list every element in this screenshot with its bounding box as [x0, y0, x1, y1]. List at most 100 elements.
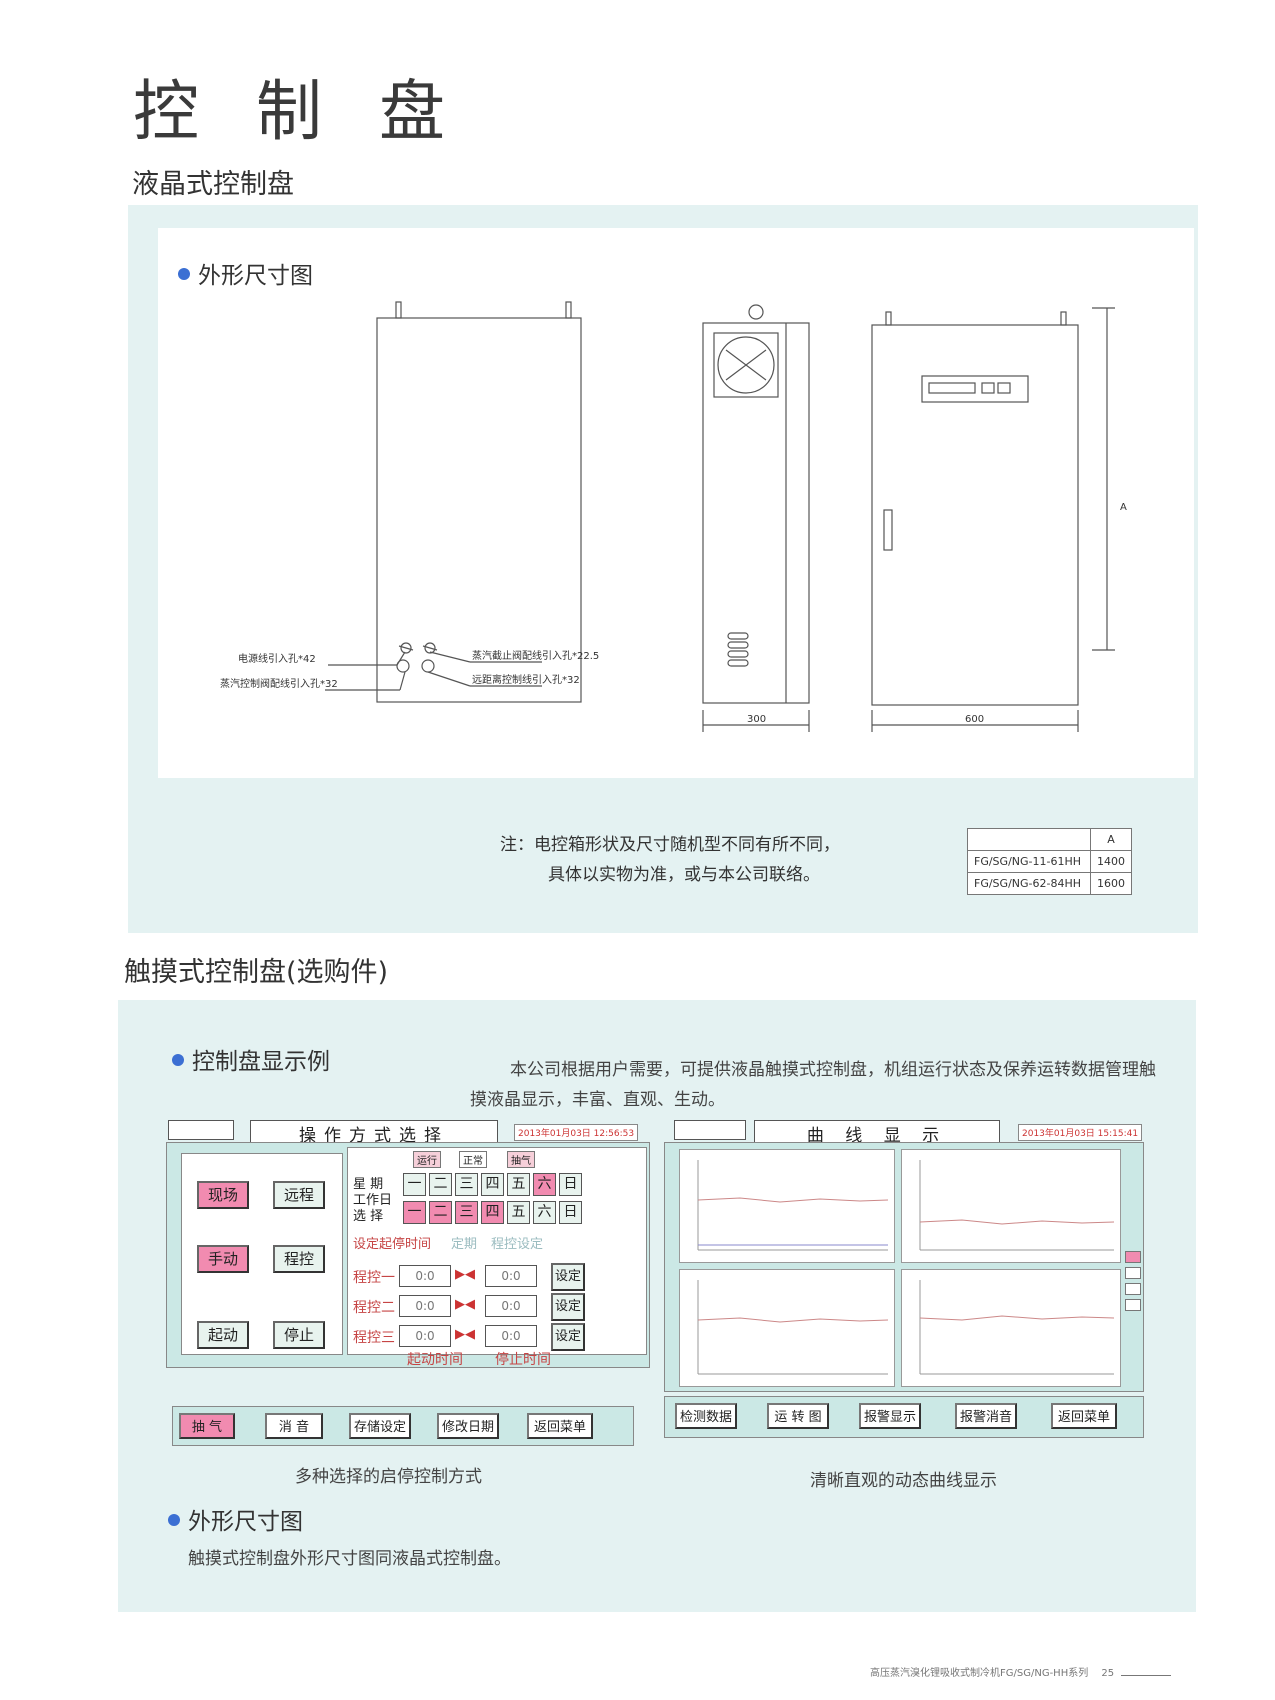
screen2-body	[664, 1142, 1144, 1392]
dimension-drawing: 电源线引入孔*42 蒸汽控制阀配线引入孔*32 蒸汽截止阀配线引入孔*22.5 …	[220, 301, 1127, 732]
schedule-header: 设定起停时间	[353, 1237, 432, 1252]
side-tab-button[interactable]	[1125, 1283, 1141, 1295]
program3-stop-input[interactable]: 0:0	[485, 1325, 537, 1347]
workday-mon[interactable]: 一	[403, 1201, 426, 1224]
status-running-badge: 运行	[413, 1151, 441, 1168]
section2-bullet-text: 控制盘显示例	[192, 1049, 330, 1075]
trend-chart-3	[679, 1269, 895, 1387]
save-settings-button[interactable]: 存储设定	[349, 1413, 411, 1439]
side-tab-button[interactable]	[1125, 1251, 1141, 1263]
week-day-fri[interactable]: 五	[507, 1173, 530, 1196]
program2-stop-input[interactable]: 0:0	[485, 1295, 537, 1317]
status-purge-badge: 抽气	[507, 1151, 535, 1168]
workday-label: 工作日	[353, 1193, 393, 1208]
section2-bullet: 控制盘显示例	[172, 1042, 330, 1076]
remote-button[interactable]: 远程	[273, 1181, 325, 1209]
bowtie-arrow-icon: ▶◀	[455, 1267, 475, 1282]
workday-tue[interactable]: 二	[429, 1201, 452, 1224]
table-row: FG/SG/NG-11-61HH 1400	[967, 850, 1132, 873]
week-day-wed[interactable]: 三	[455, 1173, 478, 1196]
section2-bullet2-body: 触摸式控制盘外形尺寸图同液晶式控制盘。	[188, 1549, 511, 1569]
callout-steam-stop-hole: 蒸汽截止阀配线引入孔*22.5	[472, 649, 599, 662]
table-cell: 1600	[1090, 872, 1132, 895]
select-label: 选 择	[353, 1209, 384, 1224]
program2-set-button[interactable]: 设定	[551, 1293, 585, 1321]
alarm-display-button[interactable]: 报警显示	[859, 1403, 921, 1429]
section1-bullet-text: 外形尺寸图	[198, 263, 313, 289]
table-header-cell	[967, 828, 1091, 851]
week-day-sat[interactable]: 六	[533, 1173, 556, 1196]
program3-start-input[interactable]: 0:0	[399, 1325, 451, 1347]
screen-tab-blank	[168, 1120, 234, 1140]
page-title: 控 制 盘	[133, 73, 463, 150]
callout-remote-hole: 远距离控制线引入孔*32	[472, 673, 580, 686]
alarm-silence-button[interactable]: 报警消音	[955, 1403, 1017, 1429]
workday-thu[interactable]: 四	[481, 1201, 504, 1224]
screen2-timestamp: 2013年01月03日 15:15:41	[1018, 1124, 1143, 1141]
change-date-button[interactable]: 修改日期	[437, 1413, 499, 1439]
screen-curve-display: 曲 线 显 示 2013年01月03日 15:15:41 检测数据 运 转 图 …	[664, 1120, 1148, 1446]
table-cell: FG/SG/NG-62-84HH	[967, 872, 1091, 895]
program2-label: 程控二	[353, 1300, 395, 1316]
bullet-dot-icon	[178, 268, 190, 280]
vent-slots	[727, 632, 749, 667]
note-line2: 具体以实物为准，或与本公司联络。	[548, 865, 820, 885]
bowtie-arrow-icon: ▶◀	[455, 1297, 475, 1312]
table-cell: 1400	[1090, 850, 1132, 873]
return-menu-button-2[interactable]: 返回菜单	[1051, 1403, 1117, 1429]
dimension-width: 600	[965, 714, 984, 725]
side-tab-button[interactable]	[1125, 1299, 1141, 1311]
local-button[interactable]: 现场	[197, 1181, 249, 1209]
footer-text: 高压蒸汽溴化锂吸收式制冷机FG/SG/NG-HH系列	[870, 1668, 1089, 1679]
callout-power-hole: 电源线引入孔*42	[238, 652, 316, 665]
fan-grille	[713, 332, 779, 398]
trend-chart-4	[901, 1269, 1121, 1387]
caption1: 多种选择的启停控制方式	[295, 1467, 482, 1487]
manual-button[interactable]: 手动	[197, 1245, 249, 1273]
week-day-sun[interactable]: 日	[559, 1173, 582, 1196]
screen1-timestamp: 2013年01月03日 12:56:53	[514, 1124, 639, 1141]
start-time-label: 起动时间	[407, 1352, 463, 1368]
section1-bullet: 外形尺寸图	[178, 256, 313, 290]
detect-data-button[interactable]: 检测数据	[675, 1403, 737, 1429]
return-menu-button[interactable]: 返回菜单	[527, 1413, 593, 1439]
program1-stop-input[interactable]: 0:0	[485, 1265, 537, 1287]
status-normal-badge: 正常	[459, 1151, 487, 1168]
workday-wed[interactable]: 三	[455, 1201, 478, 1224]
program2-start-input[interactable]: 0:0	[399, 1295, 451, 1317]
screen-operation-mode: 操作方式选择 2013年01月03日 12:56:53 现场 远程 手动 程控 …	[166, 1120, 650, 1368]
dimension-depth: 300	[747, 714, 766, 725]
trend-chart-2	[901, 1149, 1121, 1263]
section2-bullet2-text: 外形尺寸图	[188, 1509, 303, 1535]
run-chart-button[interactable]: 运 转 图	[767, 1403, 829, 1429]
section2-title: 触摸式控制盘(选购件)	[124, 957, 389, 988]
program1-set-button[interactable]: 设定	[551, 1263, 585, 1291]
stop-button[interactable]: 停止	[273, 1321, 325, 1349]
side-cabinet	[702, 322, 810, 704]
screen1-title: 操作方式选择	[250, 1120, 498, 1146]
table-header-cell: A	[1090, 828, 1132, 851]
page-number: 25	[1101, 1668, 1115, 1679]
week-day-tue[interactable]: 二	[429, 1173, 452, 1196]
side-tab-button[interactable]	[1125, 1267, 1141, 1279]
workday-sun[interactable]: 日	[559, 1201, 582, 1224]
screen1-body: 现场 远程 手动 程控 起动 停止 运行 正常 抽气 星 期 工作日 选 择 一…	[166, 1142, 650, 1368]
silence-button[interactable]: 消 音	[265, 1413, 323, 1439]
table-header-row: A	[967, 828, 1132, 851]
purge-button[interactable]: 抽 气	[179, 1413, 235, 1439]
start-button[interactable]: 起动	[197, 1321, 249, 1349]
lifting-bolt	[395, 301, 402, 319]
program-control-button[interactable]: 程控	[273, 1245, 325, 1273]
screen-tab-blank	[674, 1120, 746, 1140]
lifting-bolt	[565, 301, 572, 319]
workday-fri[interactable]: 五	[507, 1201, 530, 1224]
schedule-periodic-label: 定期	[451, 1237, 478, 1252]
caption2: 清晰直观的动态曲线显示	[810, 1471, 997, 1491]
program1-start-input[interactable]: 0:0	[399, 1265, 451, 1287]
week-day-mon[interactable]: 一	[403, 1173, 426, 1196]
trend-chart-1	[679, 1149, 895, 1263]
program3-set-button[interactable]: 设定	[551, 1323, 585, 1351]
workday-sat[interactable]: 六	[533, 1201, 556, 1224]
bowtie-arrow-icon: ▶◀	[455, 1327, 475, 1342]
week-day-thu[interactable]: 四	[481, 1173, 504, 1196]
